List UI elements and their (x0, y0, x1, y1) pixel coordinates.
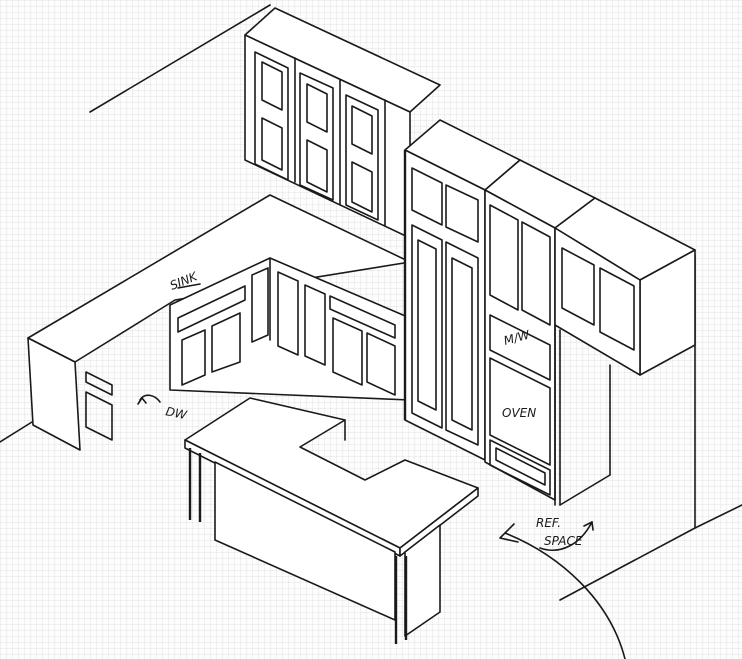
oven-tower (484, 159, 596, 501)
door-swing-arc (499, 521, 626, 659)
ref-space-label-2: SPACE (544, 534, 583, 548)
oven-label: OVEN (502, 406, 536, 420)
microwave-label: M/W (502, 327, 532, 348)
island (184, 397, 479, 644)
dishwasher-label: DW (164, 404, 189, 422)
upper-cabinets (244, 7, 441, 239)
pantry-cabinet (403, 119, 521, 461)
ref-space-label-1: REF. (536, 516, 561, 530)
counter (27, 194, 411, 451)
ref-upper-cabinet (554, 197, 696, 506)
